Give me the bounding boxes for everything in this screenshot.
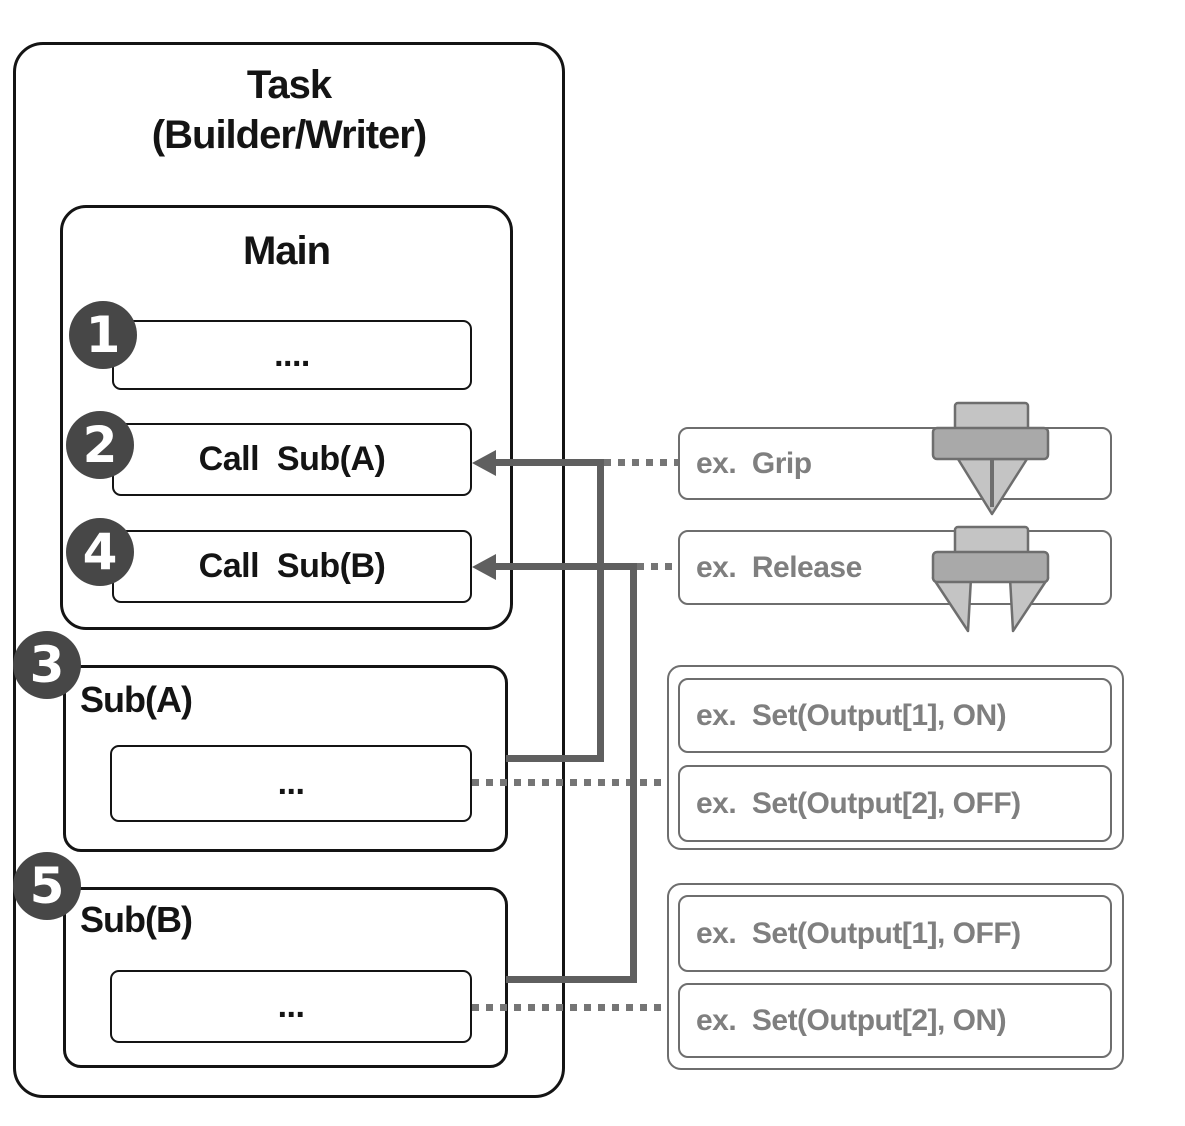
connector-sub-b-bottom-segment (506, 976, 637, 983)
dotted-connector-sub-a-examples (472, 779, 667, 786)
example-set-b1-box: ex. Set(Output[1], OFF) (678, 895, 1112, 972)
step-number-badge-2: 2 (66, 411, 134, 479)
sub-b-body-box: ... (110, 970, 472, 1043)
step-number-3: 3 (29, 636, 65, 694)
step-number-2: 2 (82, 416, 118, 474)
sub-b-body-label: ... (277, 987, 305, 1025)
main-step-3-label: Call Sub(B) (198, 547, 386, 585)
task-title-line2: (Builder/Writer) (151, 113, 427, 157)
step-number-5: 5 (29, 857, 65, 915)
task-title-line1: Task (246, 63, 332, 107)
connector-sub-b-vertical-segment (630, 563, 637, 983)
example-release-label: ex. Release (696, 550, 862, 584)
main-step-3-box-call-sub-b: Call Sub(B) (112, 530, 472, 603)
step-number-badge-4: 4 (66, 518, 134, 586)
main-step-2-label: Call Sub(A) (198, 440, 386, 478)
example-set-a2-box: ex. Set(Output[2], OFF) (678, 765, 1112, 842)
connector-sub-a-top-segment (494, 459, 604, 466)
arrowhead-call-sub-a (472, 450, 496, 476)
sub-a-body-label: ... (277, 764, 305, 802)
sub-a-body-box: ... (110, 745, 472, 822)
dotted-connector-release (637, 563, 678, 570)
step-number-1: 1 (85, 306, 121, 364)
sub-a-title: Sub(A) (80, 679, 193, 720)
example-set-a1-label: ex. Set(Output[1], ON) (696, 698, 1007, 732)
example-grip-label: ex. Grip (696, 446, 812, 480)
task-title: Task (Builder/Writer) (13, 60, 565, 160)
dotted-connector-sub-b-examples (472, 1004, 667, 1011)
connector-sub-a-bottom-segment (506, 755, 604, 762)
example-set-b2-box: ex. Set(Output[2], ON) (678, 983, 1112, 1058)
connector-sub-b-top-segment (494, 563, 637, 570)
arrowhead-call-sub-b (472, 554, 496, 580)
main-step-2-box-call-sub-a: Call Sub(A) (112, 423, 472, 496)
gripper-closed-icon (931, 401, 1050, 516)
sub-b-title: Sub(B) (80, 899, 193, 940)
step-number-badge-3: 3 (13, 631, 81, 699)
dotted-connector-grip (604, 459, 678, 466)
main-step-1-box: .... (112, 320, 472, 390)
example-set-a1-box: ex. Set(Output[1], ON) (678, 678, 1112, 753)
step-number-badge-5: 5 (13, 852, 81, 920)
main-step-1-label: .... (274, 335, 310, 374)
step-number-badge-1: 1 (69, 301, 137, 369)
main-title: Main (242, 229, 331, 273)
connector-sub-a-vertical-segment (597, 459, 604, 762)
step-number-4: 4 (82, 523, 118, 581)
example-set-b1-label: ex. Set(Output[1], OFF) (696, 916, 1021, 950)
example-set-a2-label: ex. Set(Output[2], OFF) (696, 786, 1021, 820)
gripper-open-icon (931, 525, 1050, 633)
example-set-b2-label: ex. Set(Output[2], ON) (696, 1003, 1007, 1037)
